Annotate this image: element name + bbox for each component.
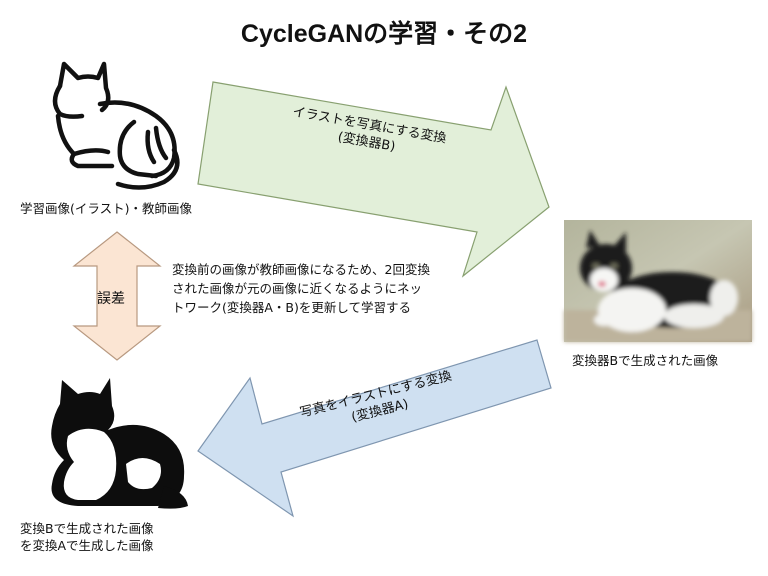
- arrow-illust-to-photo: [197, 81, 550, 278]
- reconstructed-caption-line1: 変換Bで生成された画像: [20, 521, 154, 536]
- cat-illustration-image: [52, 61, 180, 190]
- arrow-photo-to-illust: [197, 339, 552, 518]
- reconstructed-cat-image: [51, 378, 188, 509]
- error-double-arrow: [72, 231, 162, 361]
- page-title: CycleGANの学習・その2: [240, 20, 528, 48]
- error-arrow-shape: [72, 231, 162, 361]
- generated-photo-caption: 変換器Bで生成された画像: [572, 353, 719, 368]
- generated-photo-image: [564, 220, 752, 342]
- reconstructed-caption-line2: を変換Aで生成した画像: [20, 538, 154, 553]
- source-image-caption: 学習画像(イラスト)・教師画像: [20, 201, 193, 216]
- arrow-top-shape: [197, 81, 550, 278]
- error-label: 誤差: [97, 291, 125, 307]
- reconstructed-caption: 変換Bで生成された画像 を変換Aで生成した画像: [20, 520, 154, 554]
- description-text: 変換前の画像が教師画像になるため、2回変換された画像が元の画像に近くなるようにネ…: [172, 262, 430, 315]
- arrow-bottom-shape: [197, 339, 552, 518]
